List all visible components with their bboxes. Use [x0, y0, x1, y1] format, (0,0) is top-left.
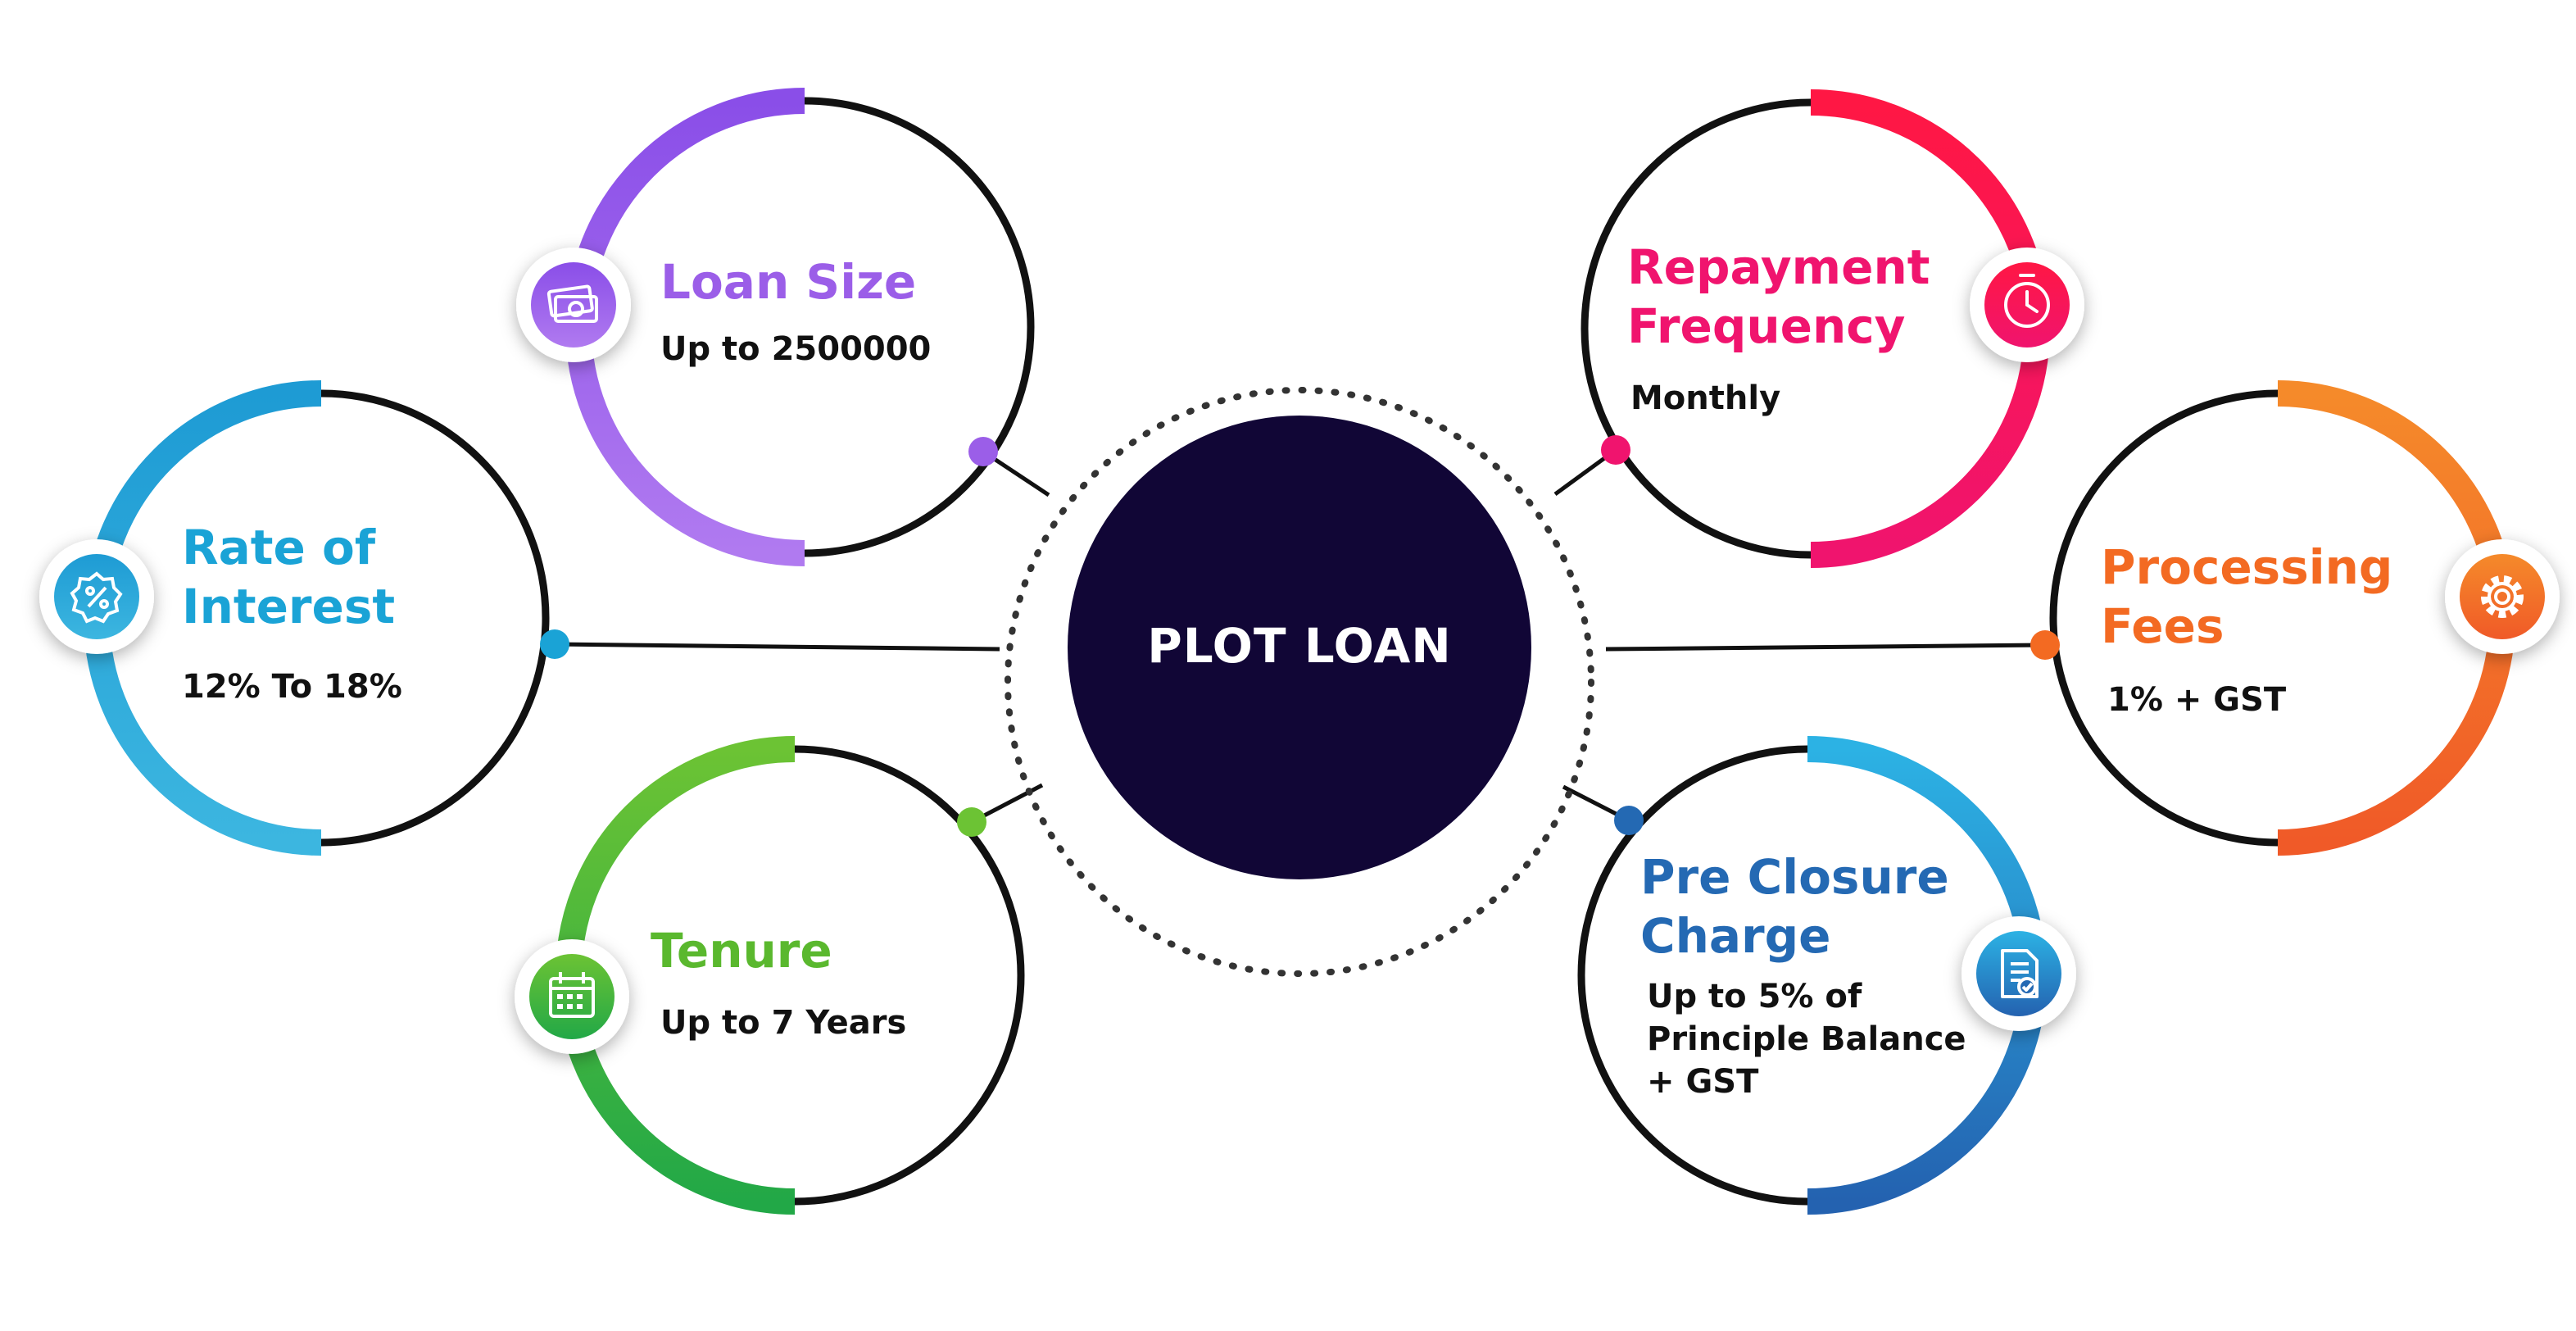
document-check-icon	[1961, 916, 2076, 1031]
loan-size-ring	[565, 88, 1035, 566]
connector-rate	[554, 642, 1000, 652]
dot-processing	[2030, 630, 2060, 660]
repayment-title: Repayment Frequency	[1627, 239, 1930, 354]
dot-repayment	[1601, 435, 1630, 465]
gear-icon	[2445, 539, 2560, 654]
tenure-title: Tenure	[651, 923, 832, 979]
clock-icon	[1970, 248, 2084, 362]
dot-rate	[540, 629, 569, 659]
processing-title: Processing Fees	[2101, 539, 2393, 654]
money-icon	[516, 248, 631, 362]
processing-value: 1% + GST	[2107, 681, 2287, 719]
center-label: PLOT LOAN	[1147, 618, 1452, 674]
calendar-icon	[515, 939, 629, 1054]
rate-value: 12% To 18%	[182, 668, 402, 706]
rate-title: Rate of Interest	[182, 520, 396, 634]
connector-processing	[1605, 643, 2046, 652]
center-dotted-ring	[1005, 387, 1594, 977]
dot-tenure	[957, 807, 986, 837]
preclosure-title: Pre Closure Charge	[1640, 849, 1949, 964]
dot-loan-size	[968, 437, 998, 466]
loan-size-title: Loan Size	[660, 254, 917, 310]
center-circle	[1068, 416, 1531, 879]
dot-preclosure	[1614, 806, 1644, 835]
loan-size-value: Up to 2500000	[660, 330, 932, 368]
tenure-value: Up to 7 Years	[660, 1004, 907, 1042]
repayment-value: Monthly	[1630, 379, 1781, 417]
percent-badge-icon	[39, 539, 154, 654]
preclosure-value: Up to 5% of Principle Balance + GST	[1647, 978, 1966, 1101]
